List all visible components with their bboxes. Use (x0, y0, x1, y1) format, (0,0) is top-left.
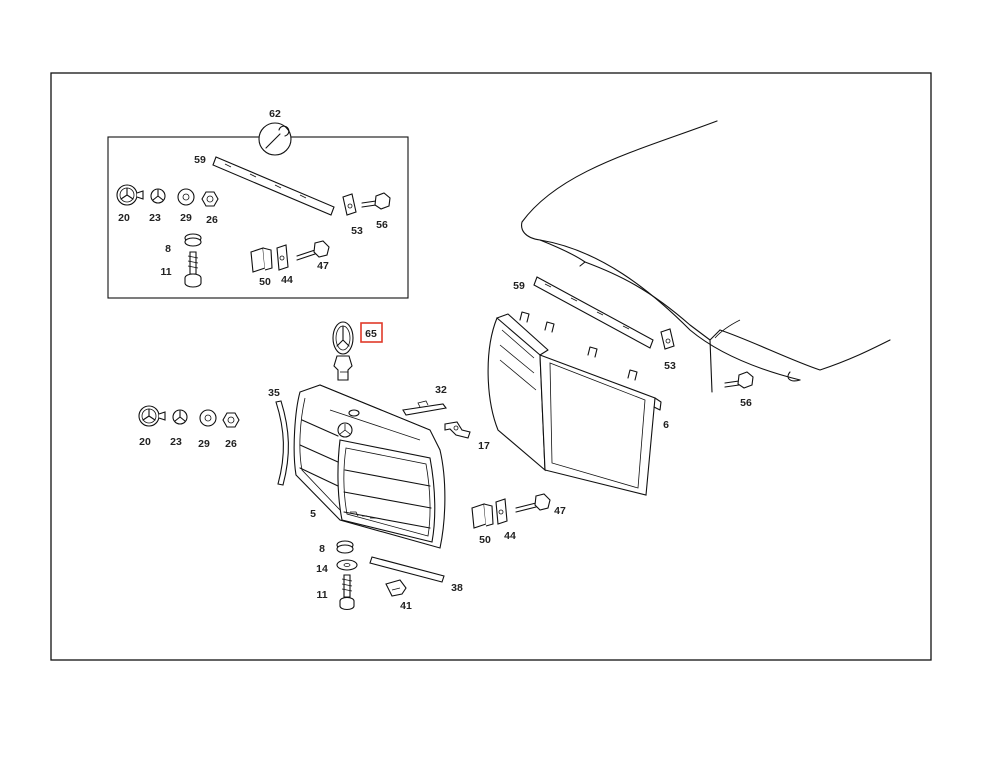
seal-strip-main (533, 276, 654, 349)
label-5: 5 (310, 508, 316, 520)
label-62: 62 (269, 108, 281, 120)
grille-frame (487, 311, 662, 496)
label-26-inset: 26 (206, 214, 218, 226)
label-8-inset: 8 (165, 243, 171, 255)
label-32: 32 (435, 384, 447, 396)
label-14-main: 14 (316, 563, 328, 575)
label-44-main: 44 (504, 530, 516, 542)
bracket-main (471, 498, 508, 529)
label-17: 17 (478, 440, 490, 452)
washer-b-main (336, 559, 358, 571)
star-emblem-icon (116, 184, 144, 206)
label-38: 38 (451, 582, 463, 594)
label-20-inset: 20 (118, 212, 130, 224)
label-41: 41 (400, 600, 412, 612)
label-47-inset: 47 (317, 260, 329, 272)
screw-b-main (515, 493, 551, 513)
star-washer-main (172, 409, 188, 425)
screw-main (339, 574, 355, 611)
star-emblem-main (138, 405, 166, 427)
label-47-main: 47 (554, 505, 566, 517)
screw-b-icon (296, 240, 330, 261)
label-56-inset: 56 (376, 219, 388, 231)
trim-strip-35 (275, 400, 289, 486)
bracket-icon (250, 244, 289, 273)
label-8-main: 8 (319, 543, 325, 555)
rubber-bushing-main (336, 540, 354, 554)
outer-border (50, 72, 932, 661)
label-35: 35 (268, 387, 280, 399)
clip-41 (385, 579, 407, 597)
bolt-main (724, 371, 754, 389)
wrench-icon (258, 122, 292, 156)
label-26-main: 26 (225, 438, 237, 450)
label-53-inset: 53 (351, 225, 363, 237)
hood-outline (521, 120, 891, 393)
label-65: 65 (365, 328, 377, 340)
clip-nut-main (660, 328, 675, 350)
nut-icon (201, 191, 219, 207)
clip-32 (402, 400, 447, 416)
label-11-inset: 11 (160, 266, 171, 278)
label-59-main: 59 (513, 280, 525, 292)
label-56-main: 56 (740, 397, 752, 409)
label-20-main: 20 (139, 436, 151, 448)
label-59-inset: 59 (194, 154, 206, 166)
star-washer-icon (150, 188, 166, 204)
screw-icon (184, 251, 202, 288)
label-11-main: 11 (316, 589, 327, 601)
label-50-main: 50 (479, 534, 491, 546)
label-44-inset: 44 (281, 274, 293, 286)
clip-17 (444, 421, 471, 439)
label-50-inset: 50 (259, 276, 271, 288)
hood-star-emblem-icon (332, 321, 354, 381)
radiator-grille (293, 384, 446, 549)
washer-icon (177, 188, 195, 206)
label-29-inset: 29 (180, 212, 192, 224)
bolt-icon (361, 192, 391, 210)
washer-main (199, 409, 217, 427)
inset-box: 62 59 20 23 29 2 (107, 108, 409, 299)
seal-strip-part (212, 156, 335, 216)
nut-main (222, 412, 240, 428)
label-29-main: 29 (198, 438, 210, 450)
rubber-bushing-icon (184, 233, 202, 247)
lower-strip-38 (369, 556, 445, 583)
label-53-main: 53 (664, 360, 676, 372)
highlight-box-65 (360, 322, 383, 343)
label-23-inset: 23 (149, 212, 161, 224)
clip-nut-icon (342, 193, 357, 216)
label-6: 6 (663, 419, 669, 431)
label-23-main: 23 (170, 436, 182, 448)
